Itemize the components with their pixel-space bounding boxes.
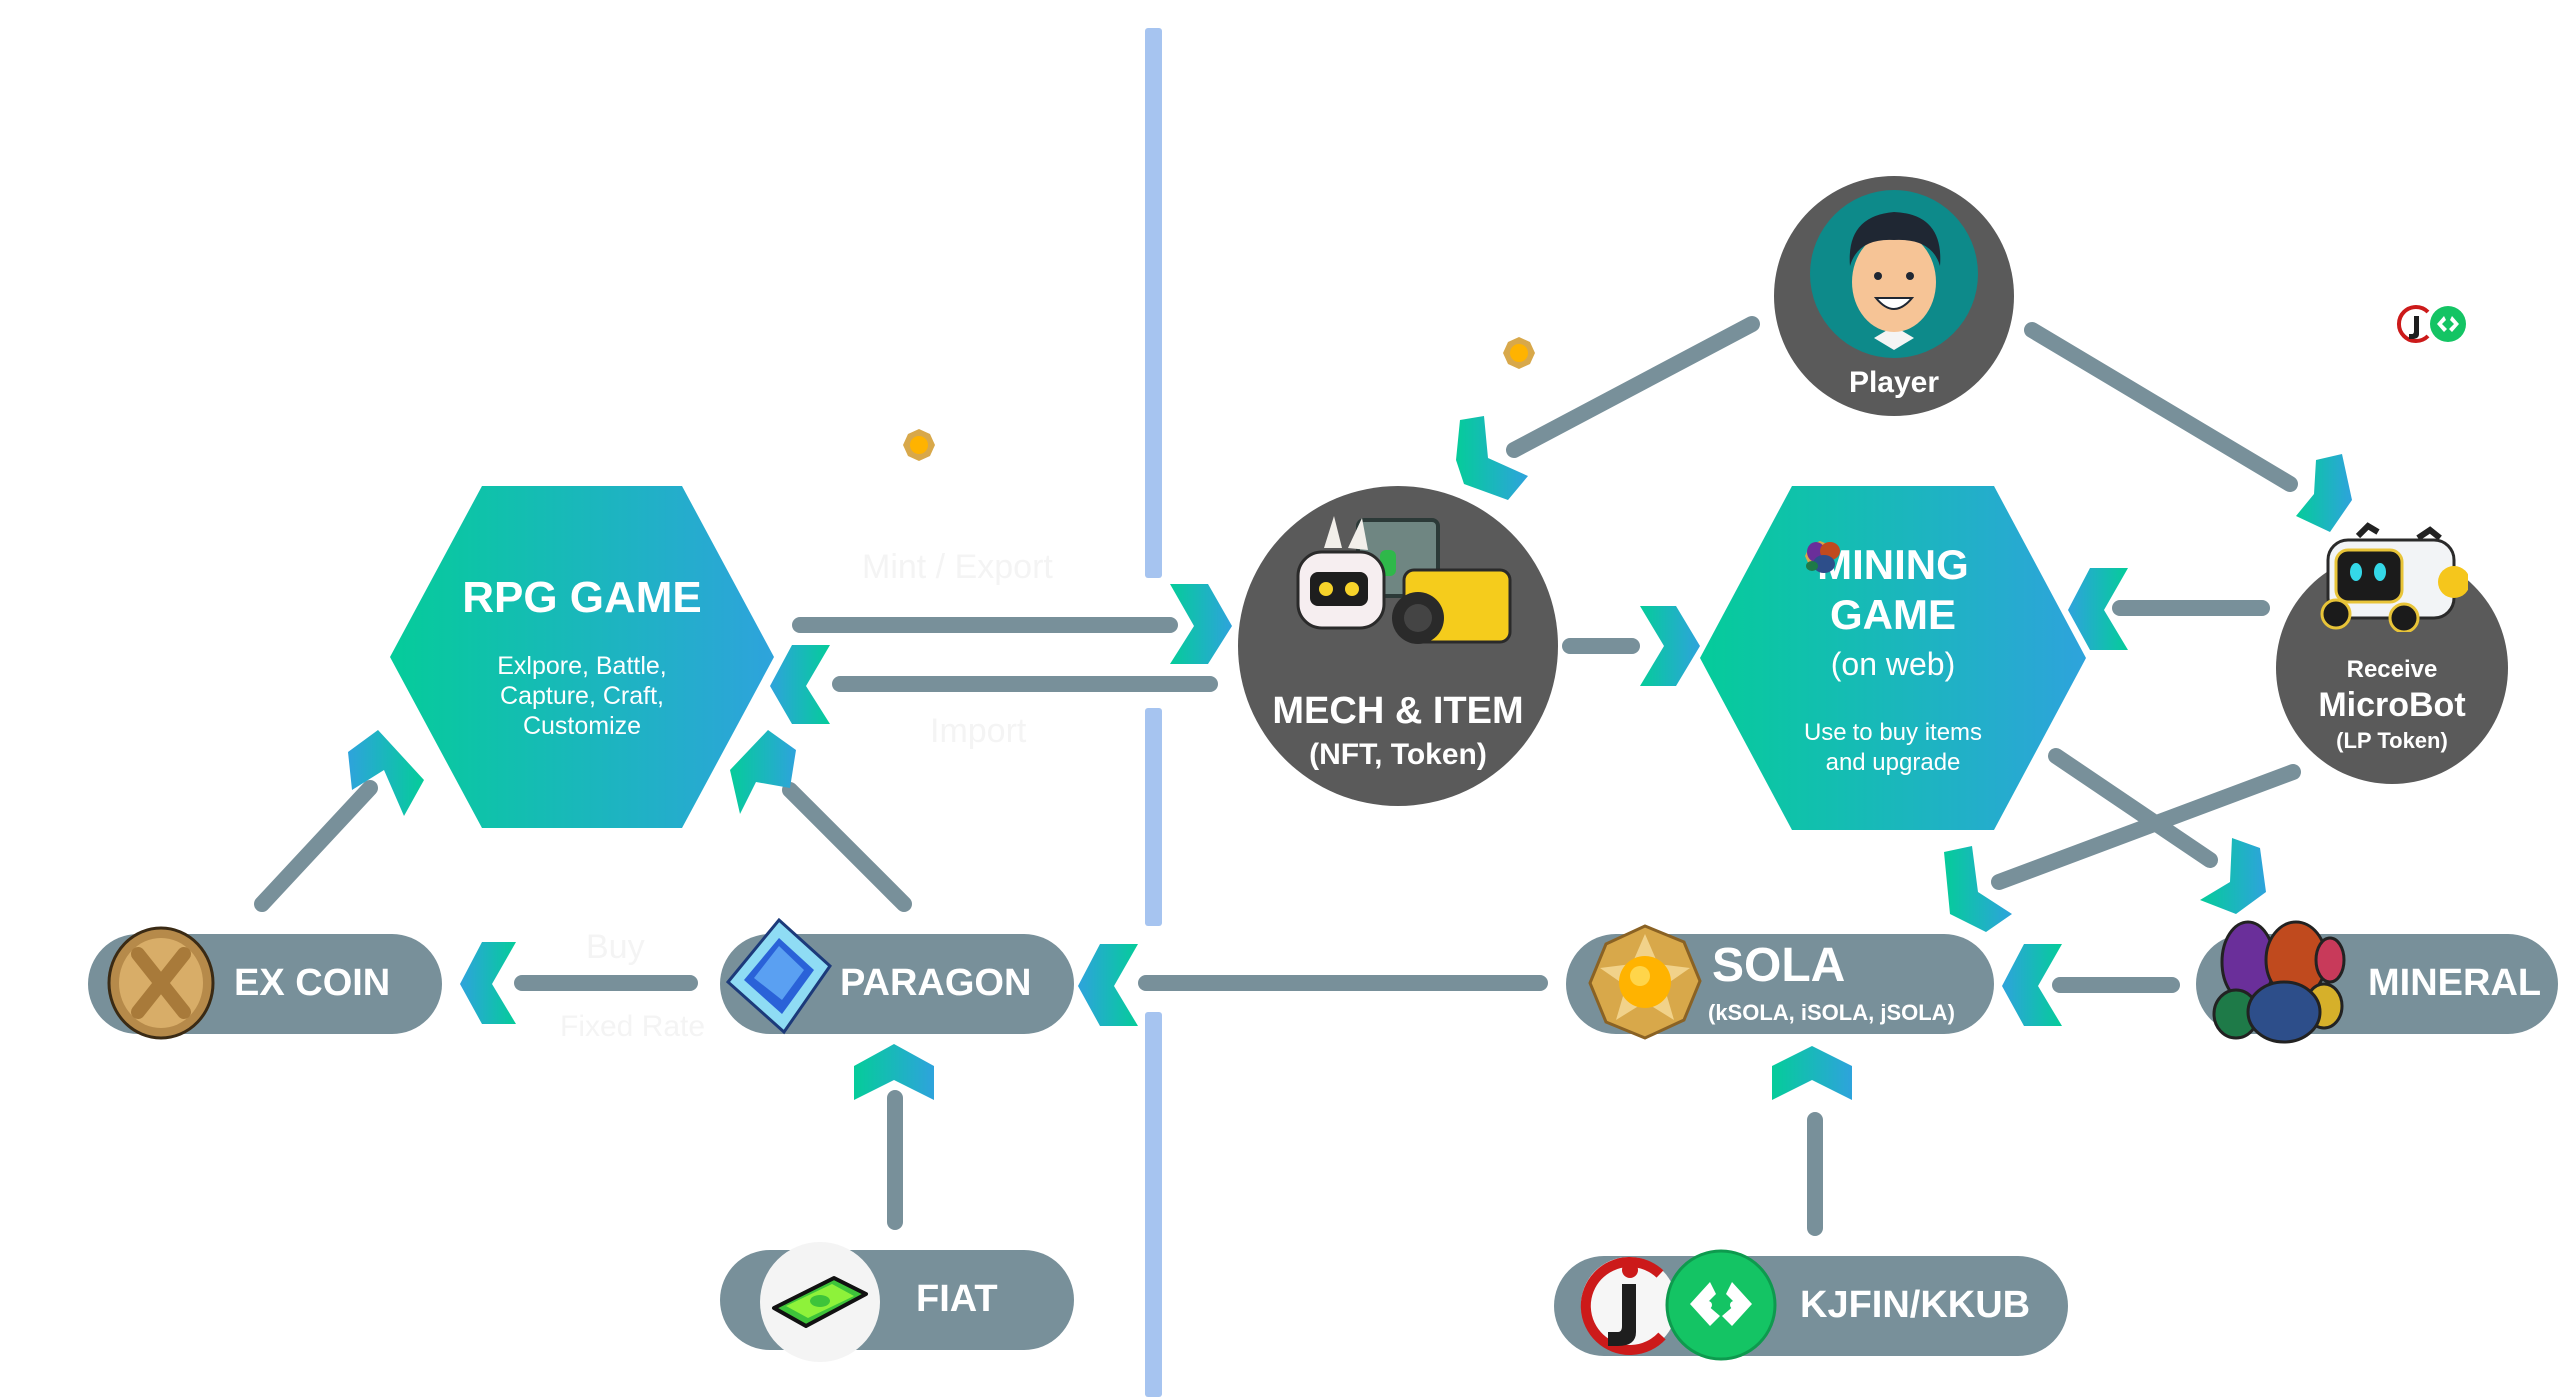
rpg-game-desc-line-2: Capture, Craft, [500,682,664,710]
ex-coin-label: EX COIN [234,962,391,1004]
section-divider-bottom [1145,1012,1162,1397]
mining-game-title-1: MINING [1817,540,1969,588]
label-mint-export: Mint / Export [862,548,1053,586]
kjfin-kkub-label: KJFIN/KKUB [1800,1284,2031,1326]
kjfin-kkub-node: KJFIN/KKUB [1554,1249,2068,1361]
chevron-right-icon [1640,606,1700,686]
chevron-left-icon [770,645,830,724]
mineral-icon [1805,541,1840,573]
arrowheads [348,416,2352,1100]
mech-item-node: MECH & ITEM (NFT, Token) [1238,486,1558,806]
edge-excoin-to-rpg [254,780,378,912]
chevron-left-icon [2002,944,2062,1026]
chevron-left-icon [2068,568,2128,650]
microbot-title: MicroBot [2318,686,2466,724]
microbot-receive: Receive [2346,656,2438,683]
mining-desc-suffix: to buy items [1852,718,1983,746]
player-node: Player [1774,176,2014,416]
chevron-down-right-icon [2296,454,2352,532]
chevron-up-right-icon [348,730,424,816]
mech-item-subtitle: (NFT, Token) [1309,738,1487,771]
player-label: Player [1848,366,1940,399]
mining-game-title-2: GAME [1829,590,1956,638]
mining-game-desc: Use to buy items [1803,540,1983,747]
rpg-game-node: RPG GAME Exlpore, Battle, Capture, Craft… [390,486,774,828]
sola-coin-icon [903,429,935,461]
mining-game-subtitle: (on web) [1830,645,1956,682]
sola-coin-icon [1588,924,1702,1040]
chevron-down-right-icon [2200,838,2266,914]
kjfin-logo-icon [1580,1257,1677,1355]
label-buy: Buy [586,928,645,966]
section-divider-top [1145,28,1162,578]
paragon-gem-icon [725,917,832,1035]
hexagon-shape [1700,486,2086,830]
label-import: Import [930,712,1027,750]
mech-item-title: MECH & ITEM [1272,690,1524,732]
cash-icon [772,1276,868,1328]
kjfin-logo-icon [2396,305,2430,343]
chevron-up-icon [854,1044,934,1100]
kkub-logo-icon [2430,306,2466,342]
chevron-left-icon [1078,944,1138,1026]
mech-robots-icon [1296,516,1512,644]
label-fixed-rate: Fixed Rate [560,1010,706,1043]
chevron-down-left-icon [1456,416,1528,500]
mineral-ores-icon [2212,920,2346,1044]
mining-desc-line-2: and upgrade [1825,748,1961,776]
edge-paragon-to-rpg [782,782,912,912]
sola-coin-icon [1503,337,1535,369]
sola-sublabel: (kSOLA, iSOLA, jSOLA) [1708,1000,1955,1025]
chevron-down-left-icon [1944,846,2012,932]
mineral-node: MINERAL [2196,920,2558,1044]
hexagon-shape [390,486,774,828]
mineral-label: MINERAL [2368,962,2542,1004]
rpg-game-desc-line-3: Customize [522,712,642,740]
section-divider-middle [1145,708,1162,926]
microbot-lp-token: (LP Token) [2336,728,2448,753]
rpg-game-desc-line-1: Exlpore, Battle, [497,652,667,680]
player-avatar-icon [1810,190,1978,358]
paragon-label: PARAGON [840,962,1032,1004]
microbot-robot-icon [2320,522,2468,632]
fiat-label: FIAT [916,1278,998,1320]
chevron-right-icon [1170,584,1232,664]
mining-desc-prefix: Use [1803,718,1847,746]
chevron-up-icon [1772,1046,1852,1100]
edge-mining-to-mineral [2048,748,2218,868]
paragon-node: PARAGON [720,917,1074,1035]
edge-microbot-to-sola [1991,764,2301,890]
edge-player-to-mech [1506,316,1760,458]
sola-node: SOLA (kSOLA, iSOLA, jSOLA) [1566,924,1994,1040]
microbot-node: Receive MicroBot (LP Token) [2276,522,2508,784]
kkub-logo-icon [1665,1249,1777,1361]
sola-label: SOLA [1712,939,1846,992]
ex-coin-icon [107,926,215,1040]
chevron-up-left-icon [730,730,796,814]
rpg-game-title: RPG GAME [462,573,702,622]
mining-game-node: MINING GAME (on web) Use to buy items an… [1700,486,2086,830]
chevron-left-icon [460,942,516,1024]
edge-player-to-microbot [2024,322,2298,492]
ex-coin-node: EX COIN [88,926,442,1040]
fiat-node: FIAT [720,1242,1074,1362]
